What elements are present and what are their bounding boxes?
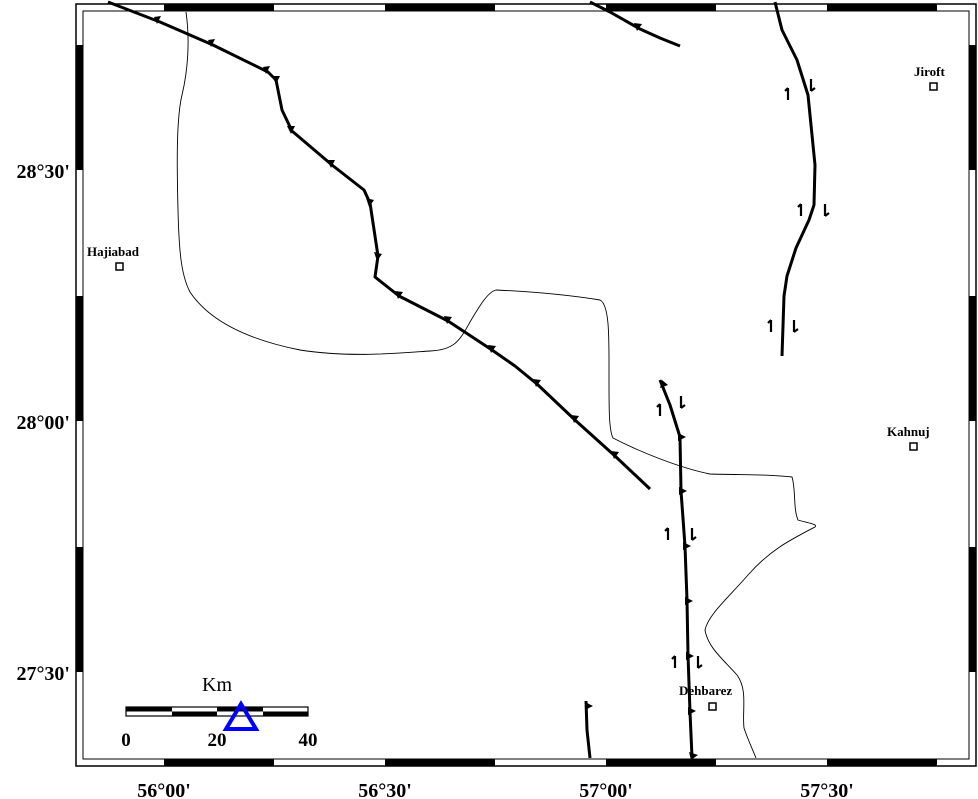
thrust-tooth-icon [395,291,403,299]
thrust-tooth-icon [263,66,270,74]
thrust-tooth-icon [488,345,496,353]
slip-arrow-icon [797,203,803,216]
thrust-tooth-icon [327,160,335,168]
city-label-dehbarez: Dehbarez [679,683,732,698]
scale-unit-label: Km [202,674,232,696]
slip-arrow-icon [767,319,773,332]
x-tick-label: 56°30' [358,780,412,799]
thrust-tooth-icon [374,252,382,261]
city-square-icon [909,442,918,451]
boundary-line [176,11,816,759]
scale-tick-label: 40 [299,730,318,751]
thrust-tooth-icon [634,23,642,31]
slip-arrow-icon [784,87,790,100]
scale-tick-label: 0 [121,730,131,751]
thrust-fault-south [658,379,694,758]
slip-arrow-icon [679,396,686,409]
x-tick-label: 56°00' [137,780,191,799]
thrust-tooth-icon [686,652,694,660]
thrust-tooth-icon [689,752,698,760]
thrust-teeth [154,16,698,760]
strike-slip-fault-east [773,1,817,357]
slip-arrow-icon [656,403,662,416]
thrust-tooth-icon [154,16,161,24]
thrust-tooth-icon [611,451,619,459]
fault-lines [107,0,817,759]
thrust-tooth-icon [571,415,579,423]
map-frame [75,3,977,767]
thrust-tooth-icon [533,379,541,387]
city-square-icon [929,82,938,91]
slip-arrow-icon [664,527,670,540]
thrust-tooth-icon [683,542,691,550]
y-tick-label: 28°00' [16,412,70,434]
y-tick-labels: 28°30' 28°00' 27°30' [16,161,70,685]
city-square-icon [708,702,717,711]
city-label-jiroft: Jiroft [914,64,945,79]
y-tick-label: 27°30' [16,663,70,685]
strike-slip-markers [656,79,830,669]
fault-segment-bottom [584,700,592,759]
thrust-fault-north [589,0,681,48]
scale-bar: Km 0 20 40 [121,674,317,751]
thrust-tooth-icon [272,76,280,84]
thrust-tooth-icon [444,316,452,324]
city-square-icon [115,262,124,271]
y-tick-label: 28°30' [16,161,70,183]
thrust-fault-main [107,0,652,491]
city-label-hajiabad: Hajiabad [87,244,140,259]
slip-arrow-icon [809,79,816,92]
x-tick-labels: 56°00' 56°30' 57°00' 57°30' [137,780,854,799]
city-markers: Hajiabad Jiroft Kahnuj Dehbarez [87,64,945,711]
triangle-marker-icon [222,700,260,731]
thrust-tooth-icon [678,433,686,441]
x-tick-label: 57°30' [800,780,854,799]
x-tick-label: 57°00' [579,780,633,799]
thrust-tooth-icon [585,702,593,710]
thrust-tooth-icon [679,487,687,495]
scale-tick-label: 20 [208,730,227,751]
slip-arrow-icon [823,204,830,217]
slip-arrow-icon [792,320,799,333]
thrust-tooth-icon [685,597,693,605]
slip-arrow-icon [671,655,677,668]
slip-arrow-icon [690,528,697,541]
thrust-tooth-icon [660,380,668,388]
thrust-tooth-icon [366,198,374,207]
thrust-tooth-icon [688,707,696,715]
thrust-tooth-icon [287,126,295,134]
thrust-tooth-icon [208,39,215,47]
slip-arrow-icon [696,656,703,669]
city-label-kahnuj: Kahnuj [887,424,930,439]
